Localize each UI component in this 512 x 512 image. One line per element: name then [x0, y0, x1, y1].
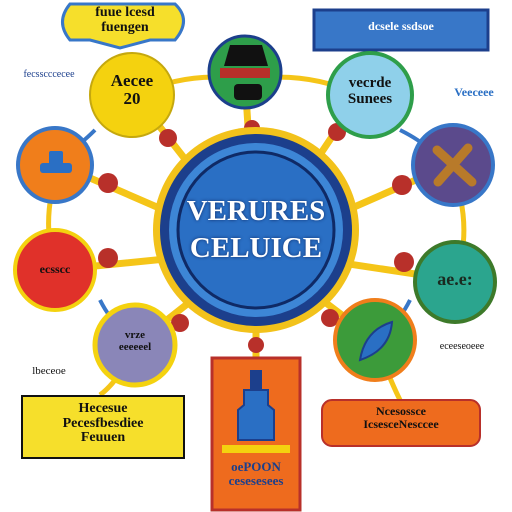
node-darkgreen-icon: [358, 320, 394, 362]
node-green-shape-top: [224, 45, 268, 66]
hub: [153, 127, 359, 333]
dot-8: [171, 314, 189, 332]
lavender-node-label: vrze eeeeeel: [118, 329, 152, 353]
top-right-banner-label: dcsele ssdsoe: [368, 19, 434, 33]
bottom-left-box-label: Hecesue Pecesfbesdiee Feuuen: [62, 401, 144, 446]
node-orange-icon-base: [40, 163, 72, 173]
node-purple-icon: [432, 143, 477, 187]
dot-7: [394, 252, 414, 272]
side-label-left-upper: fecsscccecee: [23, 69, 75, 80]
dot-1: [159, 129, 177, 147]
node-lavender: [92, 302, 178, 388]
node-orange-icon-top: [49, 151, 63, 165]
dot-10: [248, 337, 264, 353]
hub-core: [176, 150, 336, 310]
dot-6: [98, 248, 118, 268]
bottom-center-box-label: oePOON cesesesees: [228, 459, 284, 488]
node-green-shape-bottom: [234, 84, 262, 100]
top-right-banner: [312, 8, 490, 52]
node-teal: [413, 240, 497, 324]
node-red: [13, 228, 97, 312]
red-node-label: ecsscc: [39, 262, 71, 276]
dot-5: [392, 175, 412, 195]
bottom-left-box: [21, 395, 185, 459]
side-label-right-upper: Veeceee: [454, 85, 494, 99]
node-yellow: [89, 52, 175, 138]
bottom-center-icon: [237, 389, 275, 441]
bottom-right-box-label: Ncesossce IcsesceNesccee: [363, 404, 439, 431]
top-left-banner: [61, 2, 185, 50]
side-label-right-lower: eceeseoeee: [439, 341, 485, 352]
hub-title-line-2: CELUICE: [189, 232, 323, 264]
dot-9: [321, 309, 339, 327]
bottom-center-stripe: [222, 445, 290, 453]
lightblue-node-label: vecrde Sunees: [347, 75, 393, 107]
teal-node-label: ae.e:: [437, 269, 473, 289]
hub-title-line-1: VERURES: [186, 195, 326, 227]
dot-4: [98, 173, 118, 193]
bottom-center-icon-neck: [250, 370, 262, 390]
node-green-bar: [220, 68, 270, 78]
yellow-node-label: Aecee 20: [110, 71, 154, 108]
node-lightblue: [326, 51, 414, 139]
top-left-banner-label: fuue lcesd fuengen: [95, 5, 155, 35]
side-label-left-lower: lbeceoe: [32, 365, 66, 377]
bottom-right-box: [321, 399, 481, 447]
